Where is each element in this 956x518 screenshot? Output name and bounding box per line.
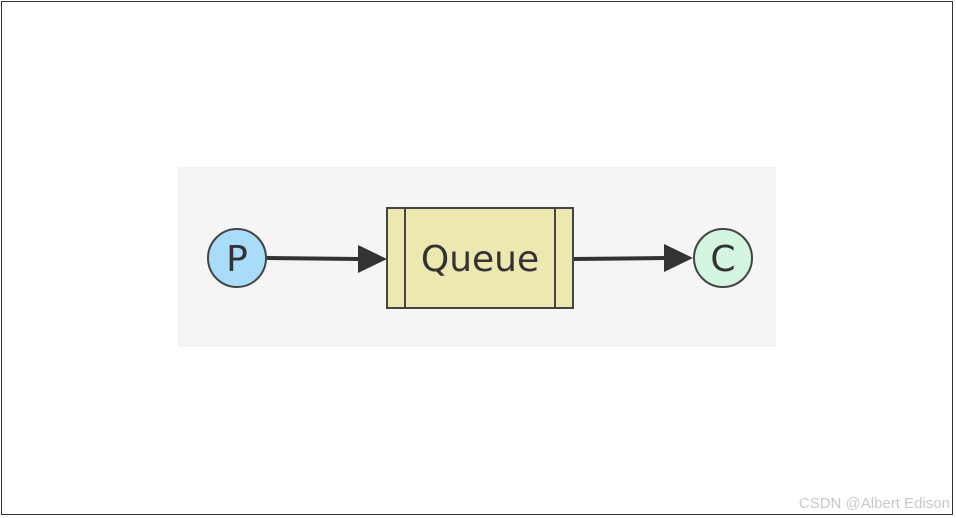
- watermark-text: CSDN @Albert Edison: [798, 495, 950, 512]
- queue-node: Queue: [386, 207, 574, 309]
- edge-queue-to-consumer: [572, 244, 693, 272]
- consumer-circle: [693, 228, 753, 288]
- queue-label: Queue: [421, 239, 539, 280]
- producer-label: P: [226, 239, 248, 280]
- consumer-node: C: [693, 228, 753, 288]
- edge-producer-to-queue: [265, 245, 387, 273]
- producer-node: P: [207, 228, 267, 288]
- consumer-label: C: [710, 239, 735, 280]
- queue-box: [386, 207, 574, 309]
- producer-circle: [207, 228, 267, 288]
